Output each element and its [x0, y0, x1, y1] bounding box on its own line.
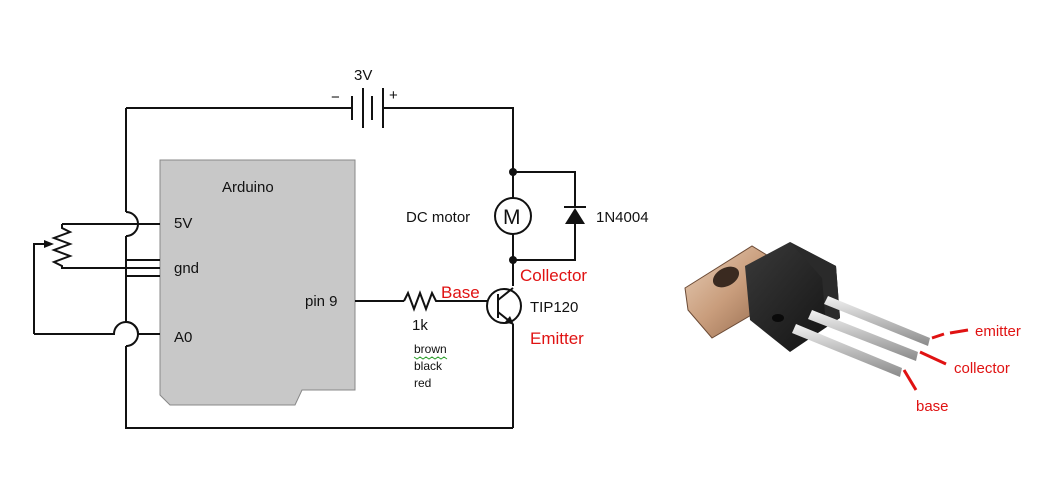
pin-a0-label: A0: [174, 329, 192, 346]
resistor-value: 1k: [412, 317, 428, 334]
transistor-symbol: [486, 287, 522, 325]
base-annotation: Base: [441, 283, 480, 302]
resistor-band3: red: [414, 376, 431, 390]
battery-symbol: [351, 88, 384, 128]
transistor-label: TIP120: [530, 299, 578, 316]
pointer-base: [902, 369, 918, 391]
wire-diode: [513, 171, 576, 261]
resistor-band1: brown: [414, 342, 447, 356]
resistor-symbol: [403, 290, 490, 312]
tip120-photo: [684, 242, 930, 377]
photo-base-label: base: [916, 398, 949, 415]
spellcheck-underline: [413, 356, 448, 360]
diode-symbol: [564, 206, 586, 224]
wire-battery-right: [383, 107, 514, 172]
collector-annotation: Collector: [520, 266, 587, 285]
diode-label: 1N4004: [596, 209, 649, 226]
photo-emitter-label: emitter: [975, 323, 1021, 340]
pin-5v-label: 5V: [174, 215, 192, 232]
photo-collector-label: collector: [954, 360, 1010, 377]
arduino-title: Arduino: [222, 179, 274, 196]
motor-symbol-letter: M: [503, 206, 521, 229]
wire-top-left: [125, 108, 513, 429]
pointer-collector: [919, 350, 947, 366]
battery-plus: +: [389, 87, 398, 104]
pin-gnd-label: gnd: [174, 260, 199, 277]
battery-voltage: 3V: [354, 67, 372, 84]
pointer-emitter: [931, 328, 969, 340]
wire-a0: [34, 321, 160, 335]
battery-minus: −: [331, 89, 340, 106]
wire-gnd: [126, 259, 160, 277]
wire-hop-a0: [125, 321, 139, 347]
pin-9-label: pin 9: [305, 293, 338, 310]
arduino-board: [159, 159, 356, 406]
motor-label: DC motor: [406, 209, 470, 226]
emitter-annotation: Emitter: [530, 329, 584, 348]
resistor-band2: black: [414, 359, 443, 373]
potentiometer-symbol: [33, 224, 160, 334]
